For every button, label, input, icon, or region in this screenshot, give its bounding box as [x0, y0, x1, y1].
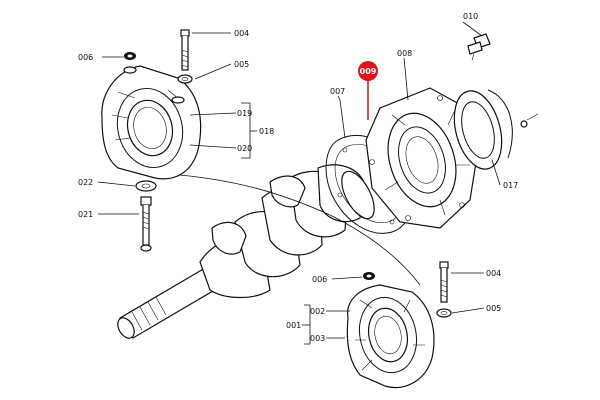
- callout-009[interactable]: 009: [360, 67, 377, 76]
- callout-005-lower[interactable]: 005: [486, 304, 501, 313]
- callout-020[interactable]: 020: [237, 144, 252, 153]
- crankshaft[interactable]: [114, 164, 380, 341]
- callout-labels: 010 008 007 017 004 005 006 019 018 020 …: [78, 12, 518, 343]
- highlight-badge: [358, 61, 378, 81]
- callout-004-lower[interactable]: 004: [486, 269, 501, 278]
- callout-003[interactable]: 003: [310, 334, 325, 343]
- callout-018[interactable]: 018: [259, 127, 274, 136]
- washer-lower-left[interactable]: [363, 272, 375, 280]
- callout-001[interactable]: 001: [286, 321, 301, 330]
- washer-upper-left[interactable]: [124, 52, 136, 60]
- housing-008[interactable]: [365, 87, 479, 229]
- lower-bearing-housing[interactable]: [346, 284, 435, 389]
- callout-005-upper[interactable]: 005: [234, 60, 249, 69]
- bolt-021[interactable]: [140, 196, 152, 252]
- callout-017[interactable]: 017: [503, 181, 518, 190]
- bolt-upper[interactable]: [180, 29, 190, 71]
- callout-010[interactable]: 010: [463, 12, 478, 21]
- callout-008[interactable]: 008: [397, 49, 412, 58]
- callout-021[interactable]: 021: [78, 210, 93, 219]
- callout-022[interactable]: 022: [78, 178, 93, 187]
- callout-006-upper[interactable]: 006: [78, 53, 93, 62]
- callout-006-lower[interactable]: 006: [312, 275, 327, 284]
- callout-009-highlighted[interactable]: 009: [358, 61, 378, 81]
- bolt-lower[interactable]: [439, 261, 449, 303]
- washer-upper[interactable]: [177, 74, 193, 84]
- oil-seal-017[interactable]: [446, 86, 513, 175]
- callout-004-upper[interactable]: 004: [234, 29, 249, 38]
- washer-022[interactable]: [135, 180, 157, 192]
- callout-007[interactable]: 007: [330, 87, 345, 96]
- washer-lower[interactable]: [436, 308, 452, 318]
- callout-019[interactable]: 019: [237, 109, 252, 118]
- leader-lines: [97, 21, 501, 345]
- small-bolt[interactable]: [520, 113, 539, 128]
- plug-010[interactable]: [467, 33, 491, 61]
- callout-002[interactable]: 002: [310, 307, 325, 316]
- upper-bearing-housing[interactable]: [101, 65, 202, 180]
